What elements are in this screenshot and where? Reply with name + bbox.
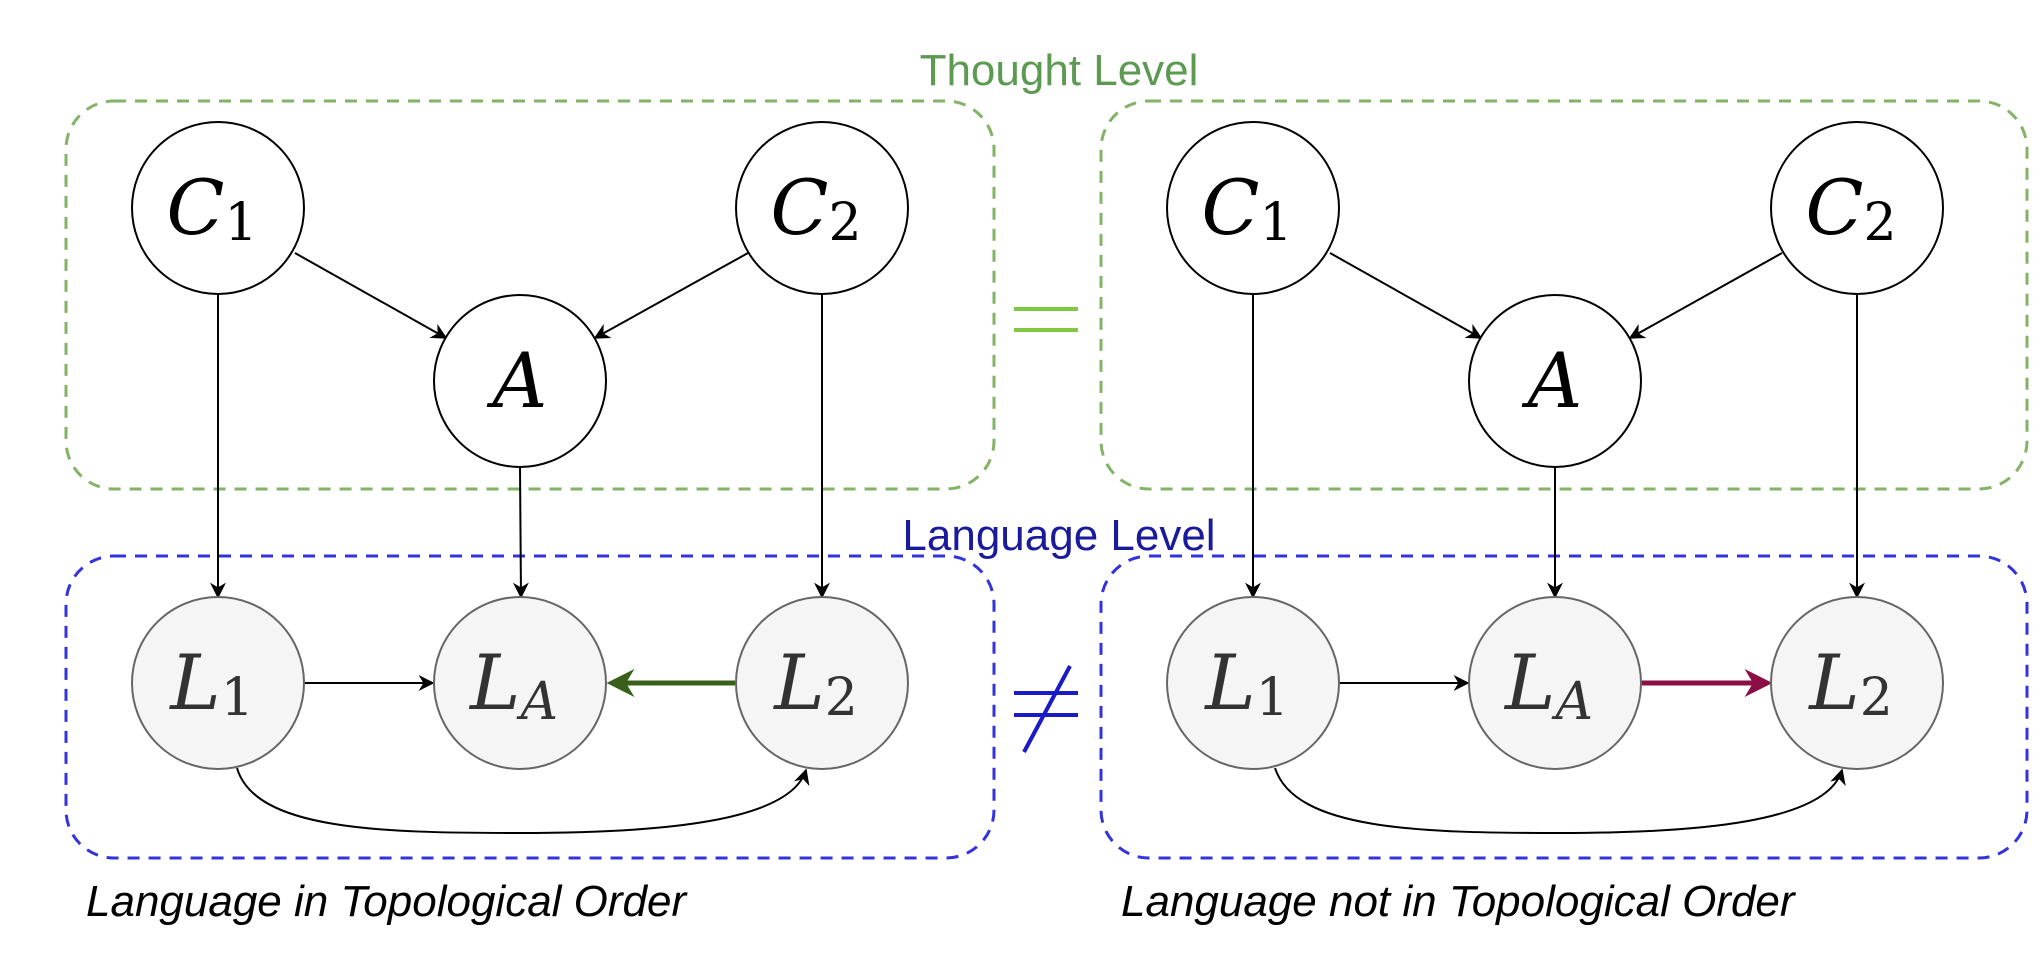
node-label: L bbox=[772, 638, 824, 727]
node-c1: C1 bbox=[131, 121, 305, 295]
node-subscript: 1 bbox=[1256, 668, 1289, 728]
edge-c1-to-a bbox=[1329, 252, 1483, 339]
svg-text:L2: L2 bbox=[1807, 638, 1893, 728]
node-la: LA bbox=[433, 596, 607, 770]
svg-text:C1: C1 bbox=[1201, 163, 1292, 253]
left-caption: Language in Topological Order bbox=[86, 877, 688, 926]
node-l2: L2 bbox=[735, 596, 909, 770]
node-label: L bbox=[168, 638, 220, 727]
equal-sign bbox=[1014, 307, 1078, 332]
svg-text:L1: L1 bbox=[168, 638, 254, 728]
svg-text:LA: LA bbox=[468, 638, 558, 732]
right-thought-box bbox=[1099, 99, 2029, 491]
node-label: C bbox=[166, 163, 224, 252]
right-language-box bbox=[1099, 554, 2029, 860]
node-a: A bbox=[1468, 294, 1642, 468]
edge-c2-to-a bbox=[1628, 252, 1783, 339]
node-subscript: 1 bbox=[1260, 193, 1293, 253]
svg-text:C2: C2 bbox=[770, 163, 861, 253]
node-la: LA bbox=[1468, 596, 1642, 770]
node-label: L bbox=[1503, 638, 1555, 727]
node-label: C bbox=[1201, 163, 1259, 252]
node-subscript: 2 bbox=[1860, 668, 1893, 728]
svg-text:C1: C1 bbox=[166, 163, 257, 253]
node-c2: C2 bbox=[1770, 121, 1944, 295]
svg-text:L1: L1 bbox=[1203, 638, 1289, 728]
right-caption: Language not in Topological Order bbox=[1121, 877, 1797, 926]
node-label: C bbox=[770, 163, 828, 252]
right-panel: C1 A C2 L1 LA L2 Language not in Topolog… bbox=[1099, 99, 2029, 926]
language-level-label: Language Level bbox=[902, 511, 1215, 560]
node-l2: L2 bbox=[1770, 596, 1944, 770]
left-language-box bbox=[64, 554, 996, 860]
edge-a-to-la bbox=[512, 467, 529, 599]
node-l1: L1 bbox=[1166, 596, 1340, 770]
node-subscript: 2 bbox=[1864, 193, 1897, 253]
node-subscript: 2 bbox=[829, 193, 862, 253]
node-subscript: A bbox=[516, 672, 558, 732]
left-panel: C1 A C2 L1 LA L2 Language in Topological… bbox=[64, 99, 996, 926]
node-c1: C1 bbox=[1166, 121, 1340, 295]
node-label: A bbox=[487, 336, 548, 425]
edge-l1-to-l2-curve bbox=[236, 767, 810, 835]
node-subscript: 2 bbox=[825, 668, 858, 728]
node-subscript: 1 bbox=[221, 668, 254, 728]
edge-c2-to-a bbox=[593, 252, 749, 339]
node-label: L bbox=[1807, 638, 1859, 727]
left-thought-box bbox=[64, 99, 996, 491]
svg-text:A: A bbox=[487, 336, 548, 425]
node-subscript: 1 bbox=[225, 193, 258, 253]
thought-level-label: Thought Level bbox=[920, 46, 1199, 95]
node-a: A bbox=[433, 294, 607, 468]
not-equal-sign bbox=[1014, 665, 1078, 753]
svg-text:A: A bbox=[1522, 336, 1583, 425]
node-label: L bbox=[1203, 638, 1255, 727]
node-label: L bbox=[468, 638, 520, 727]
node-l1: L1 bbox=[131, 596, 305, 770]
edge-c1-to-a bbox=[294, 252, 448, 339]
svg-text:LA: LA bbox=[1503, 638, 1593, 732]
svg-text:L2: L2 bbox=[772, 638, 858, 728]
node-subscript: A bbox=[1551, 672, 1593, 732]
edge-l1-to-l2-curve bbox=[1274, 767, 1846, 835]
svg-text:C2: C2 bbox=[1805, 163, 1896, 253]
node-label: C bbox=[1805, 163, 1863, 252]
node-c2: C2 bbox=[735, 121, 909, 295]
node-label: A bbox=[1522, 336, 1583, 425]
